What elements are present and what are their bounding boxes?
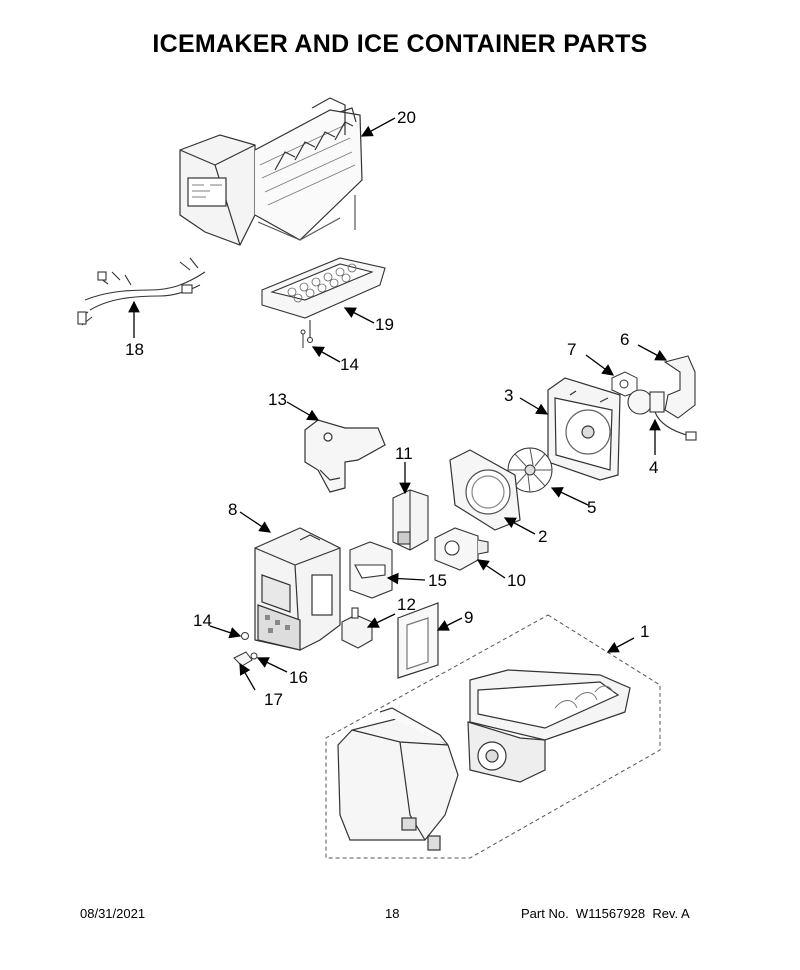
- callout-numbers: 20 19 14 18 7 6 3 4 5 2 13 11 8 15 10 12…: [125, 108, 658, 709]
- part-16-washer: [250, 652, 258, 660]
- callout-18: 18: [125, 340, 144, 359]
- callout-7: 7: [567, 340, 576, 359]
- callout-15: 15: [428, 571, 447, 590]
- callout-6: 6: [620, 330, 629, 349]
- part-12-valve: [341, 607, 373, 649]
- part-19-mold: [261, 257, 386, 344]
- callout-1: 1: [640, 622, 649, 641]
- part-17-clip: [233, 651, 253, 667]
- callout-2: 2: [538, 527, 547, 546]
- callout-16: 16: [289, 668, 308, 687]
- footer-date: 08/31/2021: [80, 906, 146, 921]
- callout-11: 11: [395, 444, 413, 463]
- part-6-bracket: [663, 355, 696, 419]
- callout-14-bottom: 14: [193, 611, 212, 630]
- callout-9: 9: [464, 608, 473, 627]
- part-3-fan-housing: [547, 377, 621, 481]
- part-4-motor: [627, 389, 697, 441]
- leader-lines: [128, 117, 668, 691]
- part-13-duct: [304, 419, 386, 493]
- part-20-icemaker: [179, 97, 363, 246]
- callout-14-top: 14: [340, 355, 359, 374]
- callout-17: 17: [264, 690, 283, 709]
- part-1-group-outline: [325, 614, 661, 859]
- part-14-screw-bottom: [241, 632, 249, 640]
- callout-5: 5: [587, 498, 596, 517]
- part-10-gear-motor: [434, 527, 489, 571]
- callout-13: 13: [268, 390, 287, 409]
- page-title: ICEMAKER AND ICE CONTAINER PARTS: [152, 30, 648, 58]
- footer-part-info: Part No. W11567928 Rev. A: [521, 906, 690, 921]
- footer-revision: Rev. A: [652, 906, 690, 921]
- callout-12: 12: [397, 595, 416, 614]
- part-8-housing: [254, 527, 341, 651]
- footer-part-number: W11567928: [575, 906, 646, 921]
- part-1-ice-container: [337, 669, 631, 851]
- callout-10: 10: [507, 571, 526, 590]
- callout-20: 20: [397, 108, 416, 127]
- footer-page-number: 18: [385, 906, 400, 921]
- footer-part-label: Part No.: [521, 906, 569, 921]
- part-15-bracket: [349, 541, 393, 599]
- part-2-fan-cover: [449, 449, 521, 531]
- part-14-screw-top: [300, 329, 306, 348]
- callout-19: 19: [375, 315, 394, 334]
- callout-8: 8: [228, 500, 237, 519]
- callout-4: 4: [649, 458, 658, 477]
- part-9-cover: [397, 602, 439, 679]
- callout-3: 3: [504, 386, 513, 405]
- part-5-fan-blade: [507, 447, 553, 493]
- part-18-wire-harness: [77, 257, 206, 326]
- part-11-switch-bracket: [392, 489, 429, 551]
